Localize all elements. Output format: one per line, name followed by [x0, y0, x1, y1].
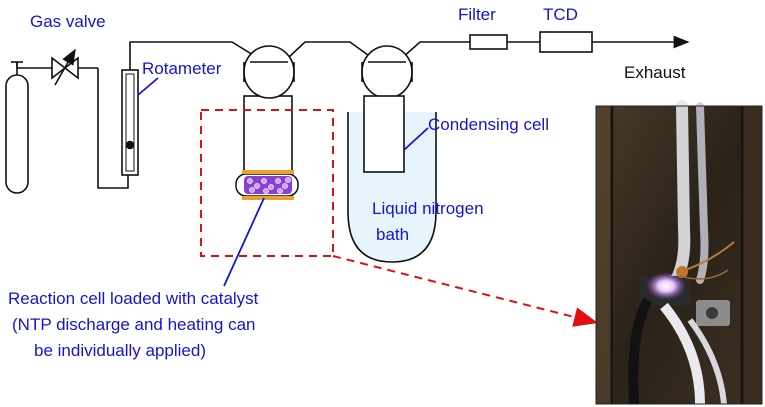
gas-cylinder: [5, 61, 29, 194]
inlet-piping: [16, 62, 129, 189]
tcd-box: [539, 31, 593, 53]
reactor-photo: [595, 100, 763, 405]
rotameter-label: Rotameter: [142, 59, 222, 78]
liquid-nitrogen-bath-label: bath: [376, 225, 409, 244]
exhaust-label: Exhaust: [624, 63, 686, 82]
catalyst-bed: [235, 170, 299, 200]
reaction-cell-note-line2: be individually applied): [34, 341, 206, 360]
rotameter: [121, 69, 139, 176]
gas-line: [129, 35, 690, 70]
gas-valve-label: Gas valve: [30, 12, 106, 31]
highlight-box: [200, 109, 334, 257]
liquid-nitrogen-bath: [347, 95, 437, 263]
filter-box: [469, 34, 508, 50]
highlight-arrow: [332, 255, 598, 327]
condensing-cell: [361, 45, 413, 99]
callout-lines: [137, 77, 429, 287]
reaction-cell-label: Reaction cell loaded with catalyst: [8, 289, 259, 308]
gas-valve-symbol: [51, 48, 79, 86]
condensing-cell-label: Condensing cell: [428, 115, 549, 134]
filter-label: Filter: [458, 5, 496, 24]
reaction-cell-note-line1: (NTP discharge and heating can: [12, 315, 256, 334]
liquid-nitrogen-label: Liquid nitrogen: [372, 199, 484, 218]
tcd-label: TCD: [543, 5, 578, 24]
